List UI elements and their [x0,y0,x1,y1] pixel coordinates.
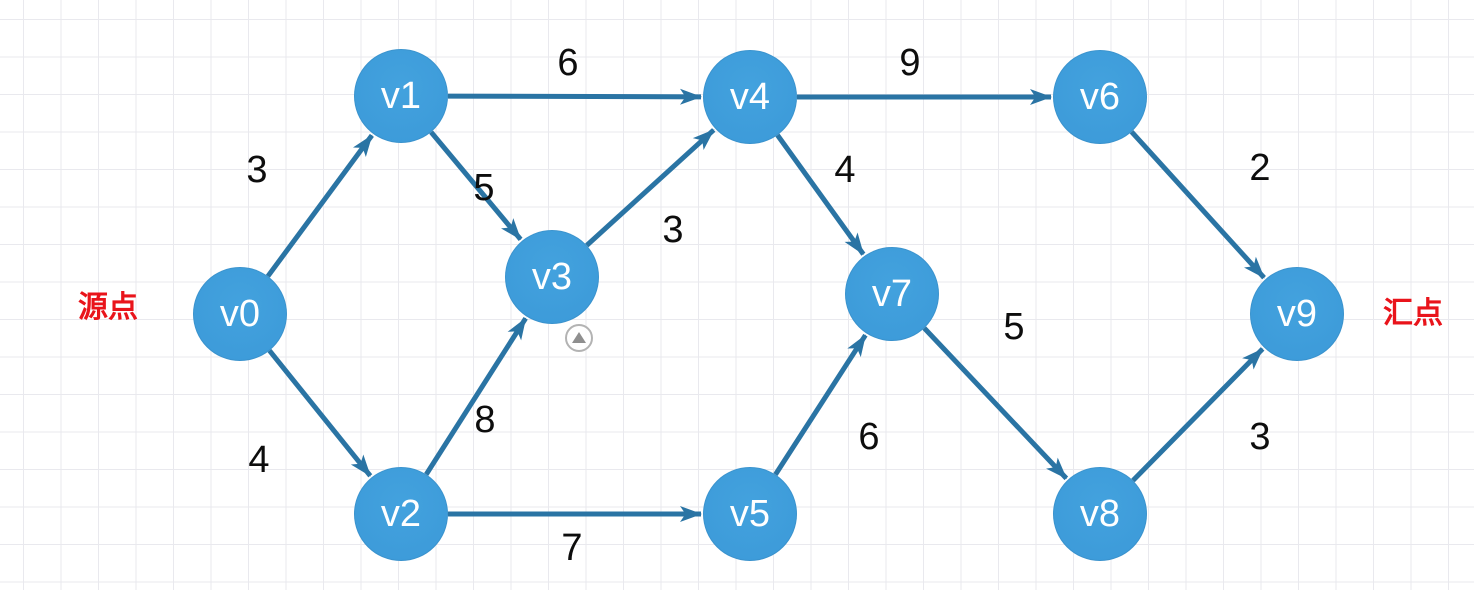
node-v9[interactable]: v9 [1250,267,1344,361]
edge-v8-v9[interactable] [1131,347,1265,483]
edge-weight-v0-v2: 4 [248,439,270,481]
node-v3[interactable]: v3 [505,230,599,324]
edge-weight-v1-v4: 6 [557,42,579,84]
node-v1[interactable]: v1 [354,49,448,143]
edge-v1-v3[interactable] [429,130,523,241]
edge-weight-v6-v9: 2 [1249,147,1271,189]
edge-weight-v8-v9: 3 [1249,416,1271,458]
edge-weight-v5-v7: 6 [858,416,880,458]
source-label: 源点 [78,291,138,324]
edge-weight-v2-v3: 8 [474,399,496,441]
node-v6[interactable]: v6 [1053,50,1147,144]
node-v0[interactable]: v0 [193,267,287,361]
edge-weight-v1-v3: 5 [473,167,495,209]
edge-weight-v2-v5: 7 [561,527,583,569]
node-v2[interactable]: v2 [354,467,448,561]
up-triangle-icon [572,332,586,343]
edge-v0-v2[interactable] [267,349,373,478]
edge-v0-v1[interactable] [265,133,374,278]
edge-weight-v4-v6: 9 [899,42,921,84]
node-v8[interactable]: v8 [1053,467,1147,561]
edge-v6-v9[interactable] [1129,130,1266,280]
node-v4[interactable]: v4 [703,50,797,144]
node-v7[interactable]: v7 [845,247,939,341]
collapse-up-icon[interactable] [565,324,593,352]
edge-weight-v4-v7: 4 [834,149,856,191]
edge-v7-v8[interactable] [922,326,1069,481]
sink-label: 汇点 [1383,297,1443,330]
edge-v2-v3[interactable] [424,316,528,476]
node-v5[interactable]: v5 [703,467,797,561]
edge-weight-v0-v1: 3 [246,149,268,191]
edge-weight-v3-v4: 3 [662,209,684,251]
edge-v1-v4[interactable] [447,88,703,105]
edge-v3-v4[interactable] [585,128,716,248]
edge-v4-v7[interactable] [775,133,866,256]
edge-v5-v7[interactable] [773,333,868,476]
edge-weight-v7-v8: 5 [1003,306,1025,348]
